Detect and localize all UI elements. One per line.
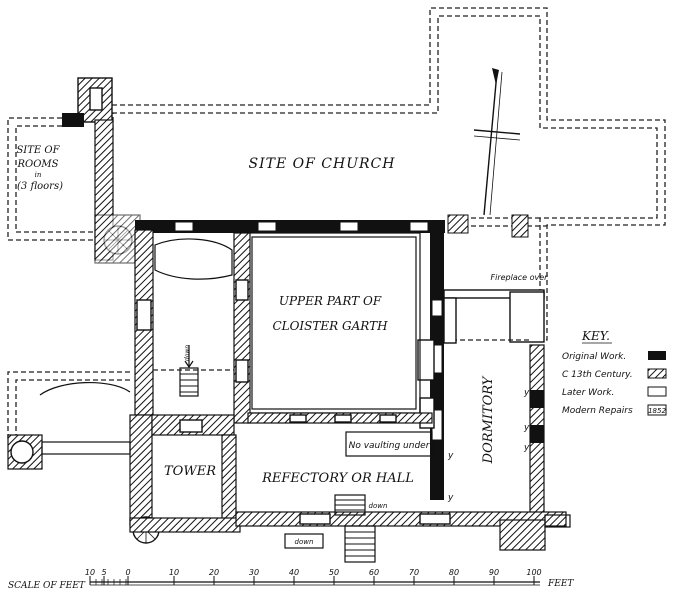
church-outline — [104, 7, 666, 341]
refectory-label: REFECTORY OR HALL — [261, 471, 414, 486]
cloister-label-1: UPPER PART OF — [279, 294, 382, 308]
no-vaulting-label: No vaulting under — [349, 441, 431, 451]
svg-text:KEY.: KEY. — [581, 329, 610, 343]
scale-tick-label: 60 — [369, 568, 379, 577]
scale-tick-label: 100 — [526, 568, 541, 577]
east-walls — [417, 230, 545, 521]
svg-text:(3 floors): (3 floors) — [17, 181, 63, 192]
legend-modern-date: 1852 — [648, 407, 666, 415]
svg-text:SITE OF: SITE OF — [16, 145, 60, 156]
west-range — [134, 229, 251, 424]
southwest-outline — [7, 371, 131, 470]
svg-text:y: y — [447, 493, 454, 503]
down-stair-label: down — [184, 345, 191, 361]
svg-text:in: in — [35, 171, 42, 179]
tower-label: TOWER — [164, 464, 216, 479]
north-cloister-wall — [135, 214, 529, 238]
scale-tick-label: 10 — [85, 568, 95, 577]
svg-text:y: y — [447, 451, 454, 461]
svg-text:ROOMS: ROOMS — [16, 159, 58, 170]
svg-text:y: y — [523, 443, 530, 453]
legend-modern-swatch — [647, 404, 667, 416]
svg-text:y: y — [523, 423, 530, 433]
scale-tick-label: 70 — [409, 568, 419, 577]
svg-text:SCALE OF FEET: SCALE OF FEET — [8, 581, 86, 591]
down-cellar-label: down — [369, 502, 388, 510]
legend-original-swatch — [648, 351, 666, 360]
legend-original-label: Original Work. — [562, 352, 626, 362]
scale-tick-label: 80 — [449, 568, 459, 577]
tower — [129, 414, 241, 544]
legend-later-label: Later Work. — [562, 388, 614, 398]
scale-tick-label: 0 — [125, 568, 130, 577]
refectory-walls — [235, 412, 571, 563]
legend-later-swatch — [647, 386, 667, 397]
scale-tick-label: 40 — [289, 568, 299, 577]
rooms-outline — [7, 117, 100, 241]
legend-modern-label: Modern Repairs — [562, 406, 633, 416]
scale-tick-label: 5 — [101, 568, 106, 577]
scale-tick-label: 10 — [169, 568, 179, 577]
y-marks: y y y y y — [447, 388, 530, 503]
fireplace-label: Fireplace over — [491, 273, 549, 282]
church-label: SITE OF CHURCH — [249, 156, 396, 172]
cloister-label-2: CLOISTER GARTH — [272, 319, 388, 333]
dormitory-label: DORMITORY — [481, 375, 496, 464]
scale-tick-label: 30 — [249, 568, 259, 577]
scale-tick-label: 50 — [329, 568, 339, 577]
north-arrow — [473, 68, 521, 216]
svg-text:y: y — [523, 388, 530, 398]
svg-text:FEET: FEET — [547, 579, 574, 589]
legend-13c-label: C 13th Century. — [562, 370, 633, 380]
west-stair-block — [62, 77, 141, 264]
down-entry-label: down — [295, 538, 314, 546]
rooms-label: SITE OF ROOMS in (3 floors) — [16, 145, 63, 192]
scale-tick-label: 20 — [209, 568, 219, 577]
legend: KEY. Original Work. C 13th Century. Late… — [562, 329, 667, 416]
legend-13c-swatch — [647, 368, 667, 379]
scale-tick-label: 90 — [489, 568, 499, 577]
